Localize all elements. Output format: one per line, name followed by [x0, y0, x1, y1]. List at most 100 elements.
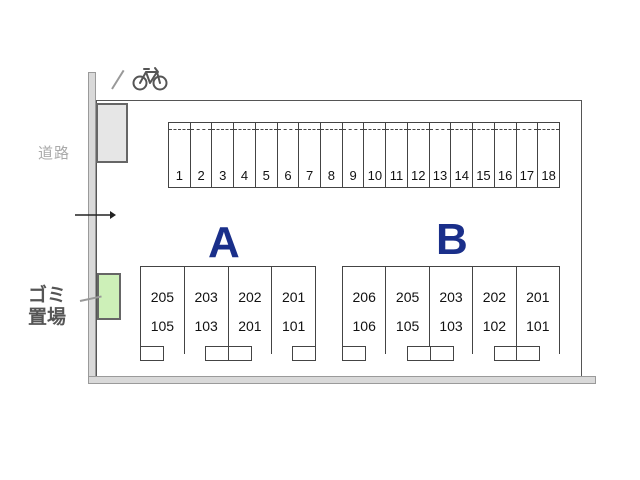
entrance-step: [292, 346, 316, 361]
slot-dashed-line: [212, 129, 234, 130]
slot-dashed-line: [169, 129, 190, 130]
parking-slot-number: 10: [367, 168, 383, 183]
unit-upper-number: 203: [194, 289, 218, 305]
unit-lower-number: 105: [395, 318, 420, 334]
slot-dashed-line: [255, 129, 277, 130]
entrance-step: [205, 346, 229, 361]
bicycle-icon: [132, 67, 168, 91]
slot-dashed-line: [234, 129, 255, 130]
parking-slot: 16: [493, 123, 516, 187]
parking-slot-number: 2: [197, 168, 205, 183]
parking-slot: 10: [363, 123, 386, 187]
arrow-right-icon: [75, 211, 116, 219]
bicycle-parking-area: [96, 103, 128, 163]
entrance-step: [342, 346, 366, 361]
parking-slot-number: 17: [519, 168, 535, 183]
parking-slot-number: 4: [240, 168, 249, 183]
parking-slot-number: 5: [262, 168, 270, 183]
slot-dashed-line: [494, 129, 516, 130]
parking-slot: 5: [254, 123, 277, 187]
parking-slot-number: 12: [411, 168, 426, 183]
site-boundary: [96, 100, 582, 378]
parking-slot-number: 1: [175, 168, 183, 183]
parking-slot-number: 6: [284, 168, 292, 183]
unit: 201 101: [515, 267, 559, 354]
slot-dashed-line: [538, 129, 559, 130]
site-wall-bottom: [88, 376, 596, 384]
parking-slot-number: 11: [389, 168, 404, 183]
slot-dashed-line: [321, 129, 342, 130]
unit-lower-number: 201: [238, 318, 262, 334]
parking-slot: 4: [233, 123, 255, 187]
slot-dashed-line: [473, 129, 494, 130]
parking-slot: 14: [450, 123, 473, 187]
slot-dashed-line: [364, 129, 386, 130]
unit-lower-number: 102: [482, 318, 507, 334]
unit: 203 103: [183, 267, 228, 354]
parking-slot-number: 7: [306, 168, 314, 183]
slot-dashed-line: [299, 129, 321, 130]
garbage-label: ゴミ 置場: [28, 285, 66, 329]
parking-slot: 11: [385, 123, 407, 187]
parking-slot-number: 15: [476, 168, 491, 183]
unit-upper-number: 203: [439, 289, 463, 305]
entrance-step: [140, 346, 164, 361]
parking-slot-number: 14: [454, 168, 469, 183]
parking-slot: 6: [276, 123, 299, 187]
road-label: 道路: [38, 145, 71, 162]
slot-dashed-line: [429, 129, 451, 130]
garbage-label-line-1: ゴミ: [28, 285, 67, 306]
unit-upper-number: 202: [238, 289, 262, 305]
slot-dashed-line: [407, 129, 429, 130]
parking-slot-number: 13: [432, 168, 448, 183]
unit-upper-number: 201: [526, 289, 550, 305]
unit-lower-number: 101: [526, 318, 550, 334]
unit-upper-number: 202: [482, 289, 507, 305]
unit: 203 103: [428, 267, 472, 354]
unit: 205 105: [141, 267, 184, 354]
parking-slot-number: 3: [219, 168, 227, 183]
unit-upper-number: 206: [352, 289, 376, 305]
building-a-label: A: [208, 218, 240, 267]
parking-slot: 8: [320, 123, 342, 187]
parking-slot-number: 9: [349, 168, 357, 183]
parking-slot: 17: [515, 123, 538, 187]
bicycle-leader-line: [111, 69, 125, 90]
parking-slot: 9: [341, 123, 364, 187]
slot-dashed-line: [190, 129, 212, 130]
parking-slot: 1: [169, 123, 190, 187]
parking-slot: 18: [537, 123, 559, 187]
unit-lower-number: 103: [439, 318, 463, 334]
unit-lower-number: 105: [150, 318, 175, 334]
parking-slot: 15: [472, 123, 494, 187]
entrance-step: [516, 346, 540, 361]
slot-dashed-line: [451, 129, 473, 130]
entrance-step: [407, 346, 431, 361]
parking-slot: 12: [406, 123, 429, 187]
unit-lower-number: 106: [352, 318, 376, 334]
parking-slot: 7: [298, 123, 321, 187]
unit: 202 201: [227, 267, 272, 354]
unit-upper-number: 205: [150, 289, 175, 305]
parking-slot: 2: [189, 123, 212, 187]
entrance-step: [228, 346, 252, 361]
garbage-label-line-2: 置場: [28, 307, 67, 328]
building-b-label: B: [436, 215, 468, 264]
unit: 206 106: [343, 267, 385, 354]
slot-dashed-line: [342, 129, 364, 130]
slot-dashed-line: [386, 129, 407, 130]
entrance-step: [494, 346, 518, 361]
parking-slot-number: 16: [497, 168, 513, 183]
site-wall-left: [88, 72, 96, 384]
parking-slot: 3: [211, 123, 234, 187]
entrance-step: [430, 346, 454, 361]
unit-upper-number: 201: [281, 289, 306, 305]
parking-slot-number: 8: [327, 168, 335, 183]
parking-slot: 13: [428, 123, 451, 187]
slot-dashed-line: [516, 129, 538, 130]
unit-lower-number: 103: [194, 318, 218, 334]
